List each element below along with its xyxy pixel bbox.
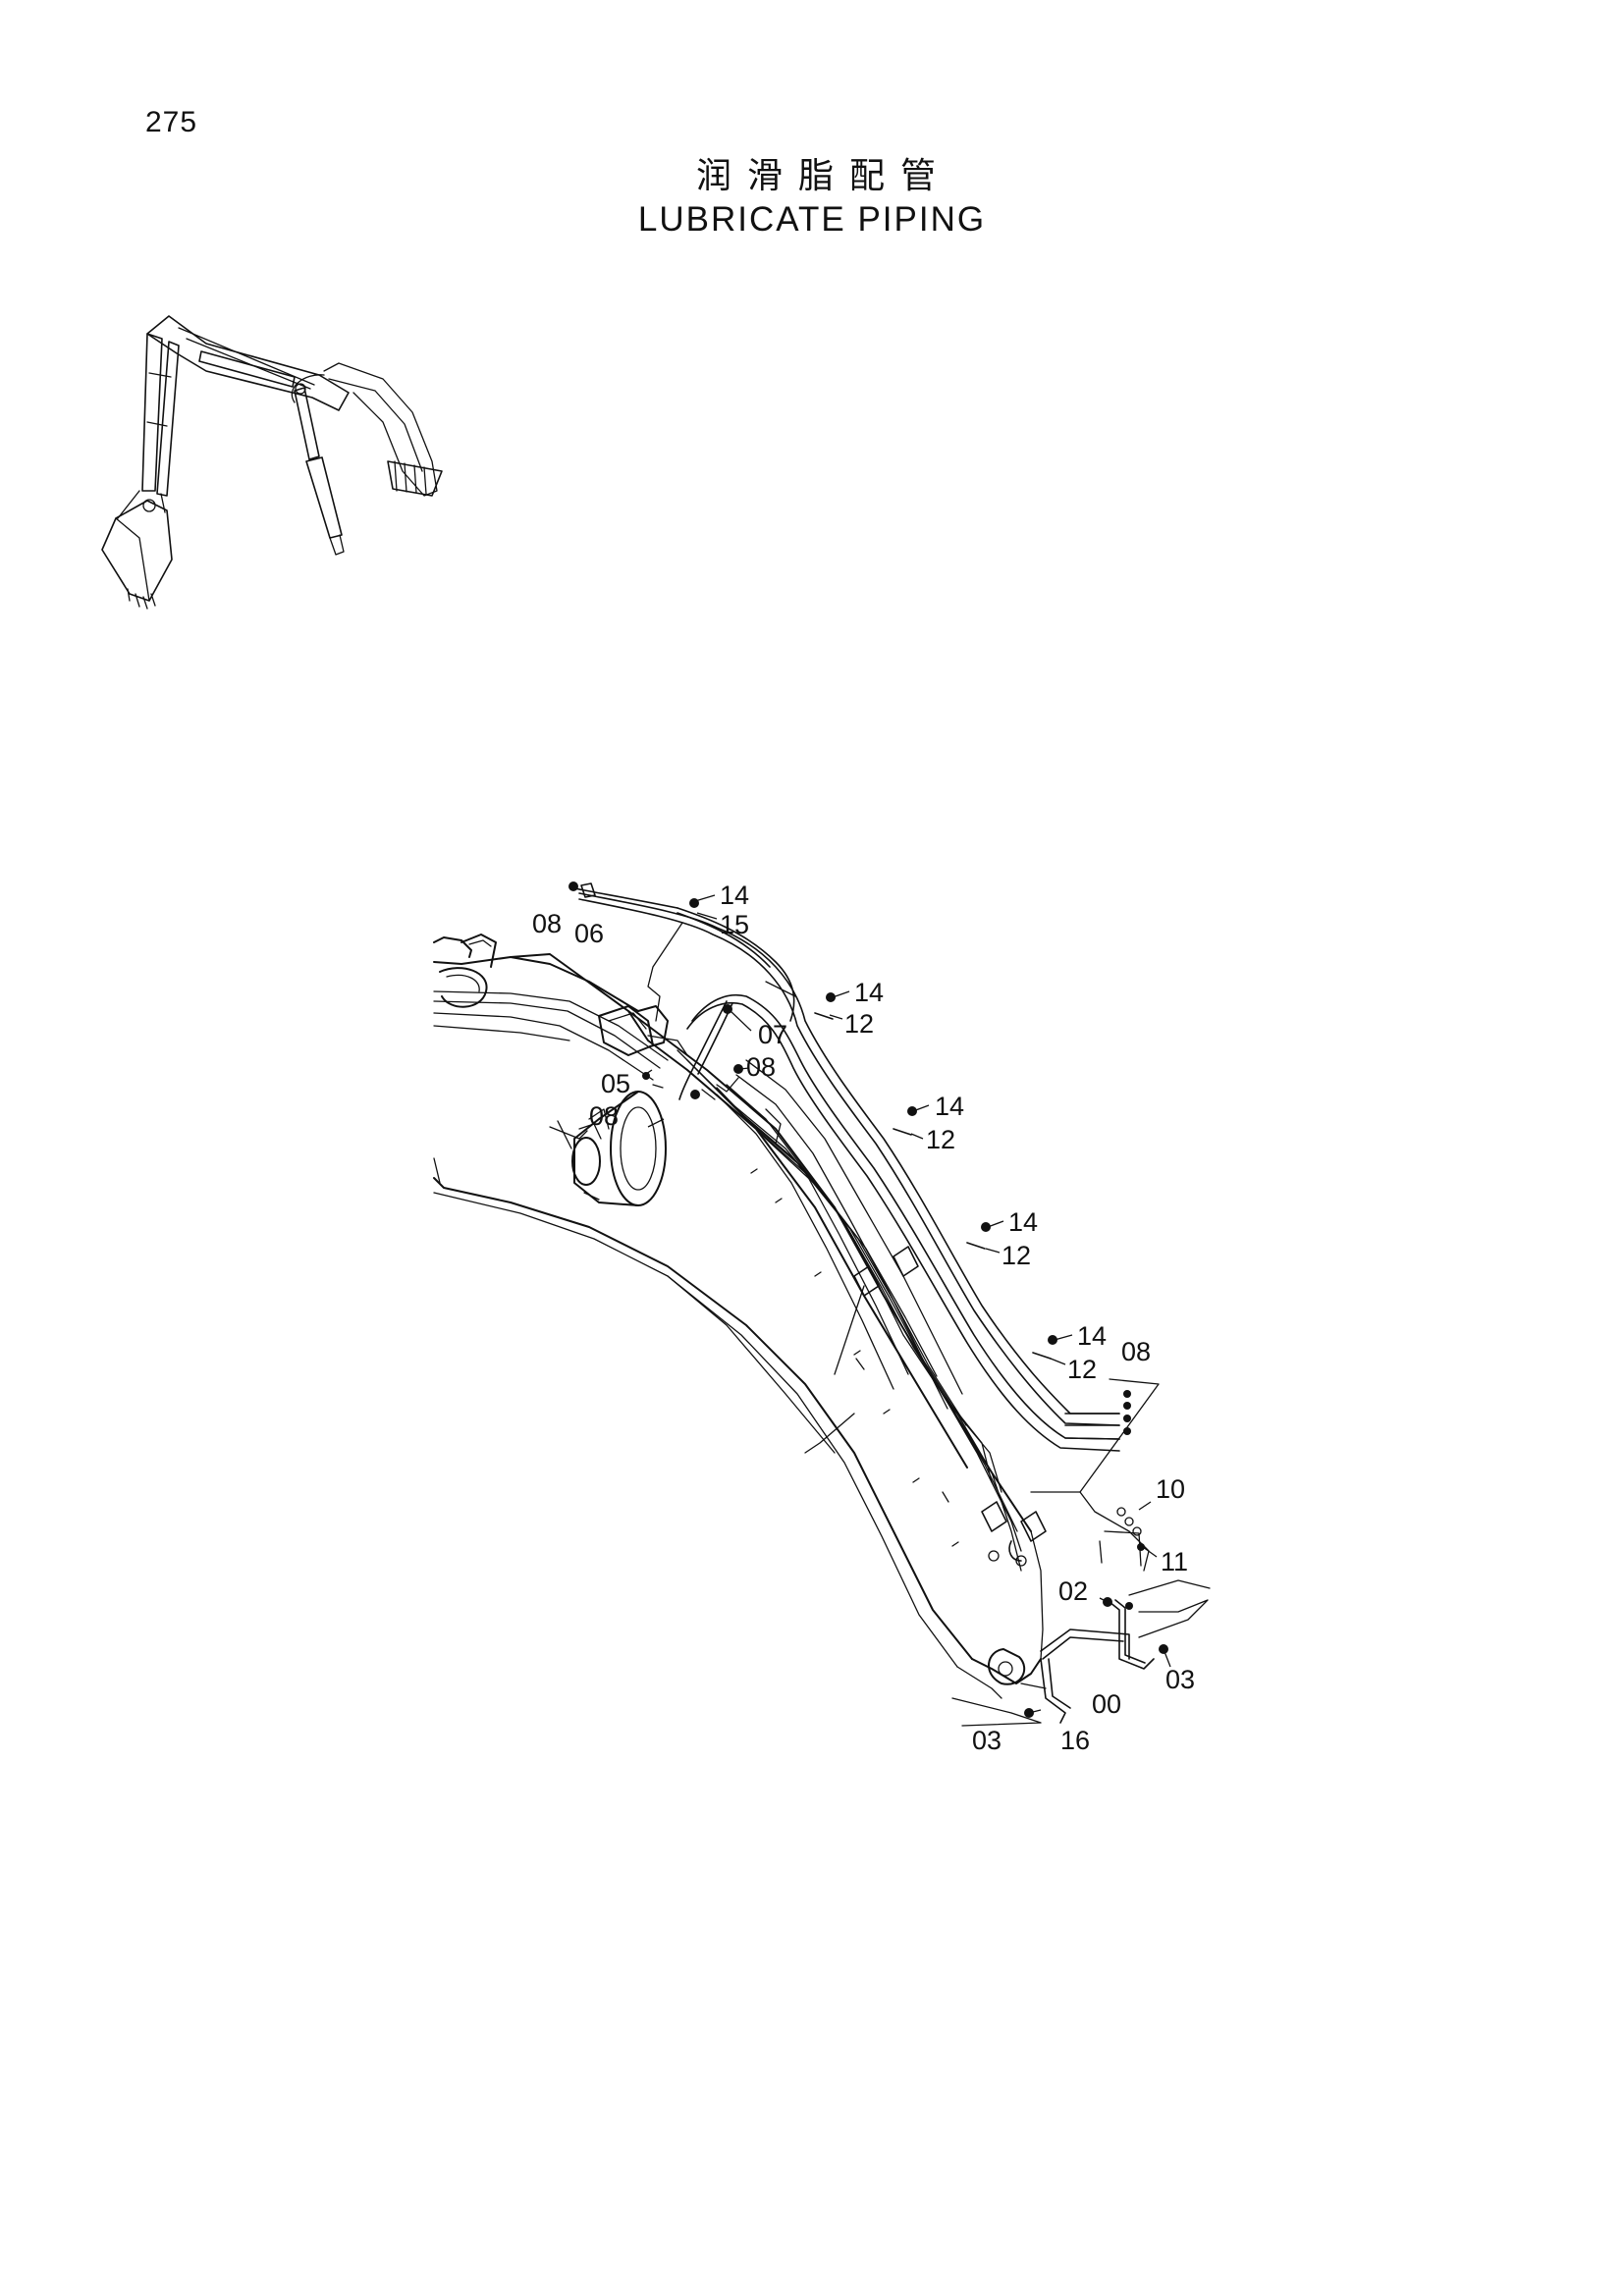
callout-label: 08 — [532, 909, 562, 938]
callout-label: 08 — [589, 1101, 619, 1131]
boom-foot-fittings — [951, 1491, 1211, 1727]
overview-excavator-arm-illustration — [101, 315, 443, 610]
callout-label: 03 — [972, 1726, 1001, 1755]
callout-label: 12 — [926, 1125, 955, 1154]
callout-label: 05 — [601, 1069, 630, 1098]
callout-label: 02 — [1058, 1576, 1088, 1606]
page-title-english: LUBRICATE PIPING — [637, 200, 987, 239]
callout-label: 16 — [1060, 1726, 1090, 1755]
callout-label: 15 — [720, 910, 749, 939]
callout-label: 06 — [574, 919, 604, 948]
clamp-points — [689, 898, 1057, 1360]
lubrication-pipe-bundle — [573, 887, 1160, 1567]
callout-label: 12 — [844, 1009, 874, 1039]
callout-labels: 14 08 06 15 14 07 12 08 05 08 14 12 14 1… — [532, 881, 1195, 1755]
callout-label: 08 — [746, 1052, 776, 1082]
callout-label: 14 — [854, 978, 884, 1007]
boom-pin-boss — [549, 1091, 667, 1206]
callout-leader-lines — [642, 894, 1171, 1714]
callout-label: 14 — [935, 1092, 964, 1121]
boom-lubricate-piping-drawing — [433, 881, 1211, 1727]
callout-label: 10 — [1156, 1474, 1185, 1504]
callout-label: 11 — [1161, 1547, 1188, 1576]
callout-label: 14 — [1077, 1321, 1107, 1351]
callout-label: 07 — [758, 1020, 787, 1049]
callout-label: 00 — [1092, 1689, 1121, 1719]
callout-label: 03 — [1165, 1665, 1195, 1694]
boom-cylinder-head — [598, 1005, 688, 1056]
callout-label: 14 — [720, 881, 749, 910]
callout-label: 12 — [1001, 1241, 1031, 1270]
callout-label: 12 — [1067, 1355, 1097, 1384]
page-title-chinese: 润滑脂配管 — [695, 156, 951, 196]
callout-label: 08 — [1121, 1337, 1151, 1366]
callout-label: 14 — [1008, 1207, 1038, 1237]
page-number: 275 — [145, 106, 198, 138]
